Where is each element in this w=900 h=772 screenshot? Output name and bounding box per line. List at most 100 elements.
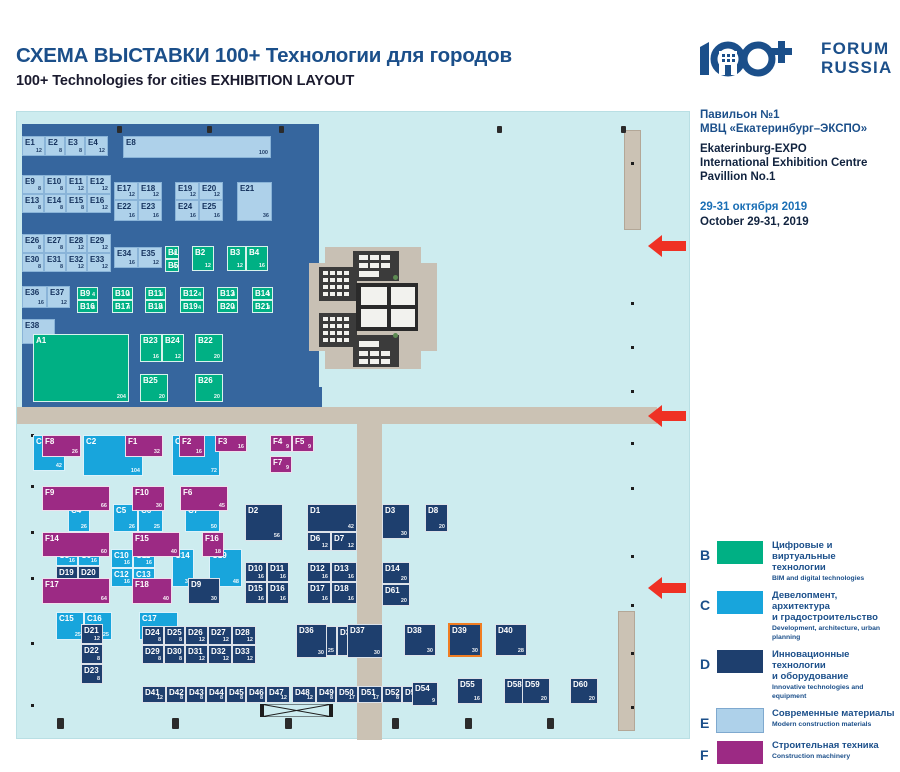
booth-c14[interactable]: C1432 xyxy=(172,549,194,587)
booth-e38[interactable]: E3818 xyxy=(22,319,55,344)
